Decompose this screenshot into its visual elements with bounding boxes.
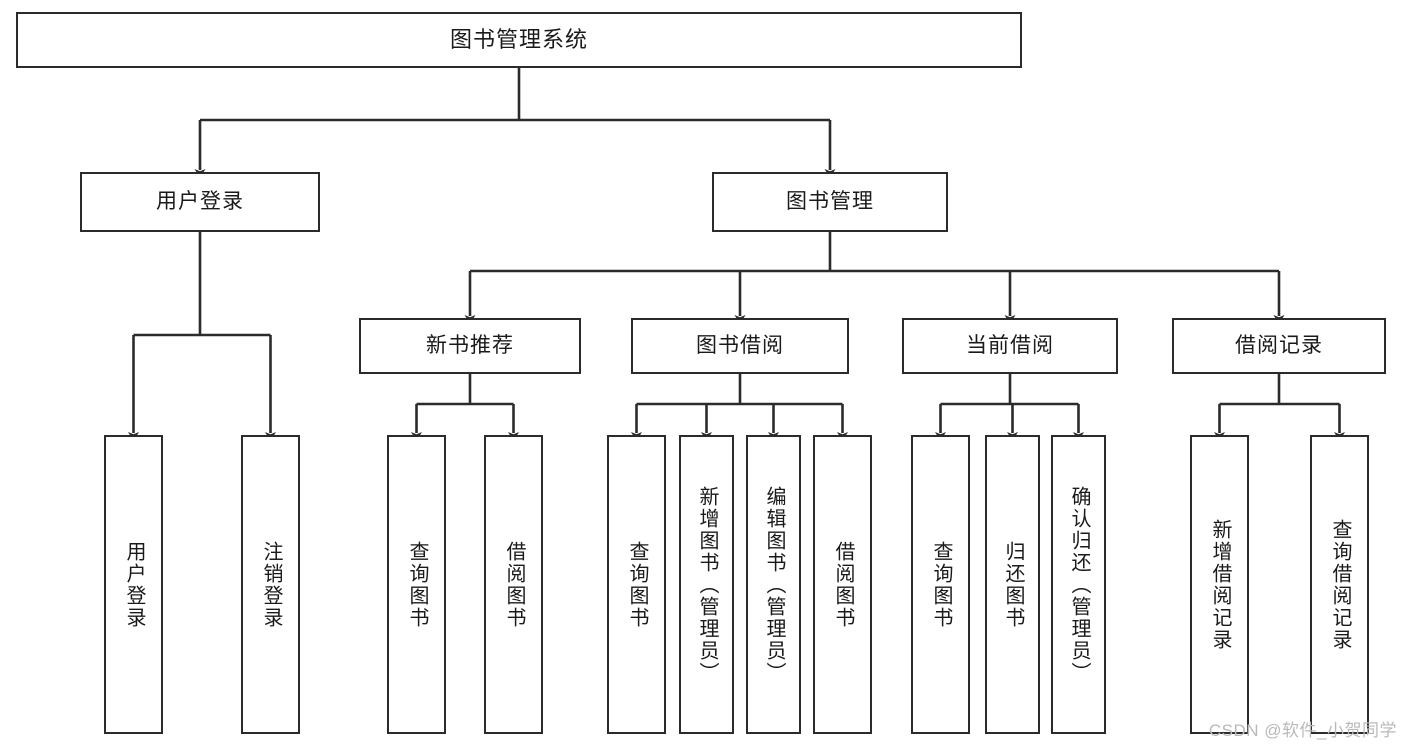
watermark-text: CSDN @软件_小贺同学 [1208, 721, 1397, 740]
leaf-add-borrow-record[interactable]: 新增借阅记录 [1190, 435, 1249, 734]
node-current-borrowing[interactable]: 当前借阅 [902, 318, 1118, 374]
node-book-borrowing[interactable]: 图书借阅 [631, 318, 849, 374]
node-borrowing-records[interactable]: 借阅记录 [1172, 318, 1386, 374]
node-new-book-recommendation[interactable]: 新书推荐 [359, 318, 581, 374]
leaf-query-borrow-record[interactable]: 查询借阅记录 [1310, 435, 1369, 734]
node-user-login[interactable]: 用户登录 [80, 172, 320, 232]
leaf-edit-book-admin[interactable]: 编辑图书（管理员） [746, 435, 801, 734]
node-root-book-management-system[interactable]: 图书管理系统 [16, 12, 1022, 68]
leaf-return-book[interactable]: 归还图书 [985, 435, 1040, 734]
leaf-query-book-current[interactable]: 查询图书 [911, 435, 970, 734]
leaf-query-book-borrow[interactable]: 查询图书 [607, 435, 666, 734]
leaf-query-book-recommend[interactable]: 查询图书 [387, 435, 446, 734]
node-book-management[interactable]: 图书管理 [712, 172, 948, 232]
leaf-borrow-book-borrow[interactable]: 借阅图书 [813, 435, 872, 734]
leaf-borrow-book-recommend[interactable]: 借阅图书 [484, 435, 543, 734]
leaf-user-login[interactable]: 用户登录 [104, 435, 163, 734]
leaf-logout[interactable]: 注销登录 [241, 435, 300, 734]
leaf-confirm-return-admin[interactable]: 确认归还（管理员） [1051, 435, 1106, 734]
leaf-add-book-admin[interactable]: 新增图书（管理员） [679, 435, 734, 734]
